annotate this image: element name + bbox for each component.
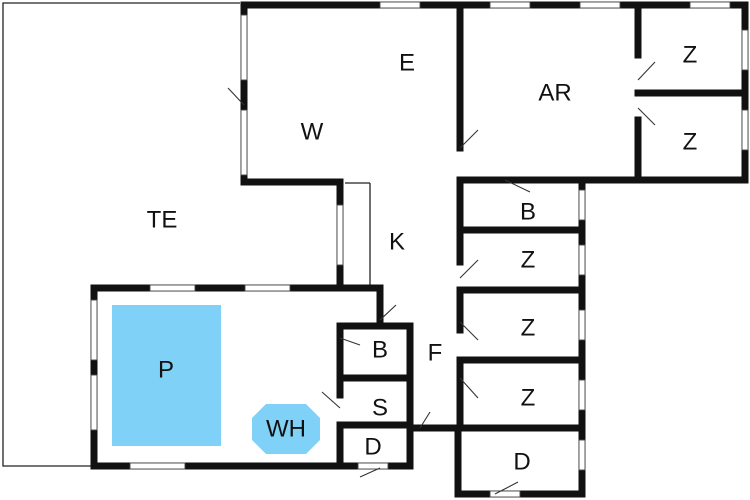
room-label-shower-bottom: D — [513, 449, 530, 476]
room-label-bathroom-upper: B — [520, 199, 536, 226]
room-label-dining: E — [399, 50, 415, 77]
room-label-bedroom-2: Z — [521, 315, 536, 342]
room-label-hallway: F — [428, 340, 443, 367]
pool — [112, 305, 221, 446]
room-label-pool: P — [158, 357, 174, 384]
room-label-bedroom-1: Z — [521, 247, 536, 274]
windows — [90, 1, 749, 498]
room-label-workroom: AR — [538, 80, 571, 107]
hot-tub — [252, 404, 320, 454]
room-label-bedroom-top-1: Z — [683, 42, 698, 69]
door-swings — [227, 61, 656, 495]
interior-walls — [336, 1, 749, 470]
room-label-kitchen: K — [389, 229, 405, 256]
room-label-bedroom-top-2: Z — [683, 129, 698, 156]
room-label-living: W — [301, 119, 324, 146]
room-label-terrace: TE — [147, 207, 178, 234]
terrace-outline — [2, 2, 371, 467]
room-label-shower-pool: D — [364, 434, 381, 461]
room-label-sauna: S — [372, 395, 388, 422]
room-label-bathroom-pool: B — [372, 337, 388, 364]
room-label-bedroom-3: Z — [521, 385, 536, 412]
room-label-hot-tub: WH — [266, 416, 306, 443]
